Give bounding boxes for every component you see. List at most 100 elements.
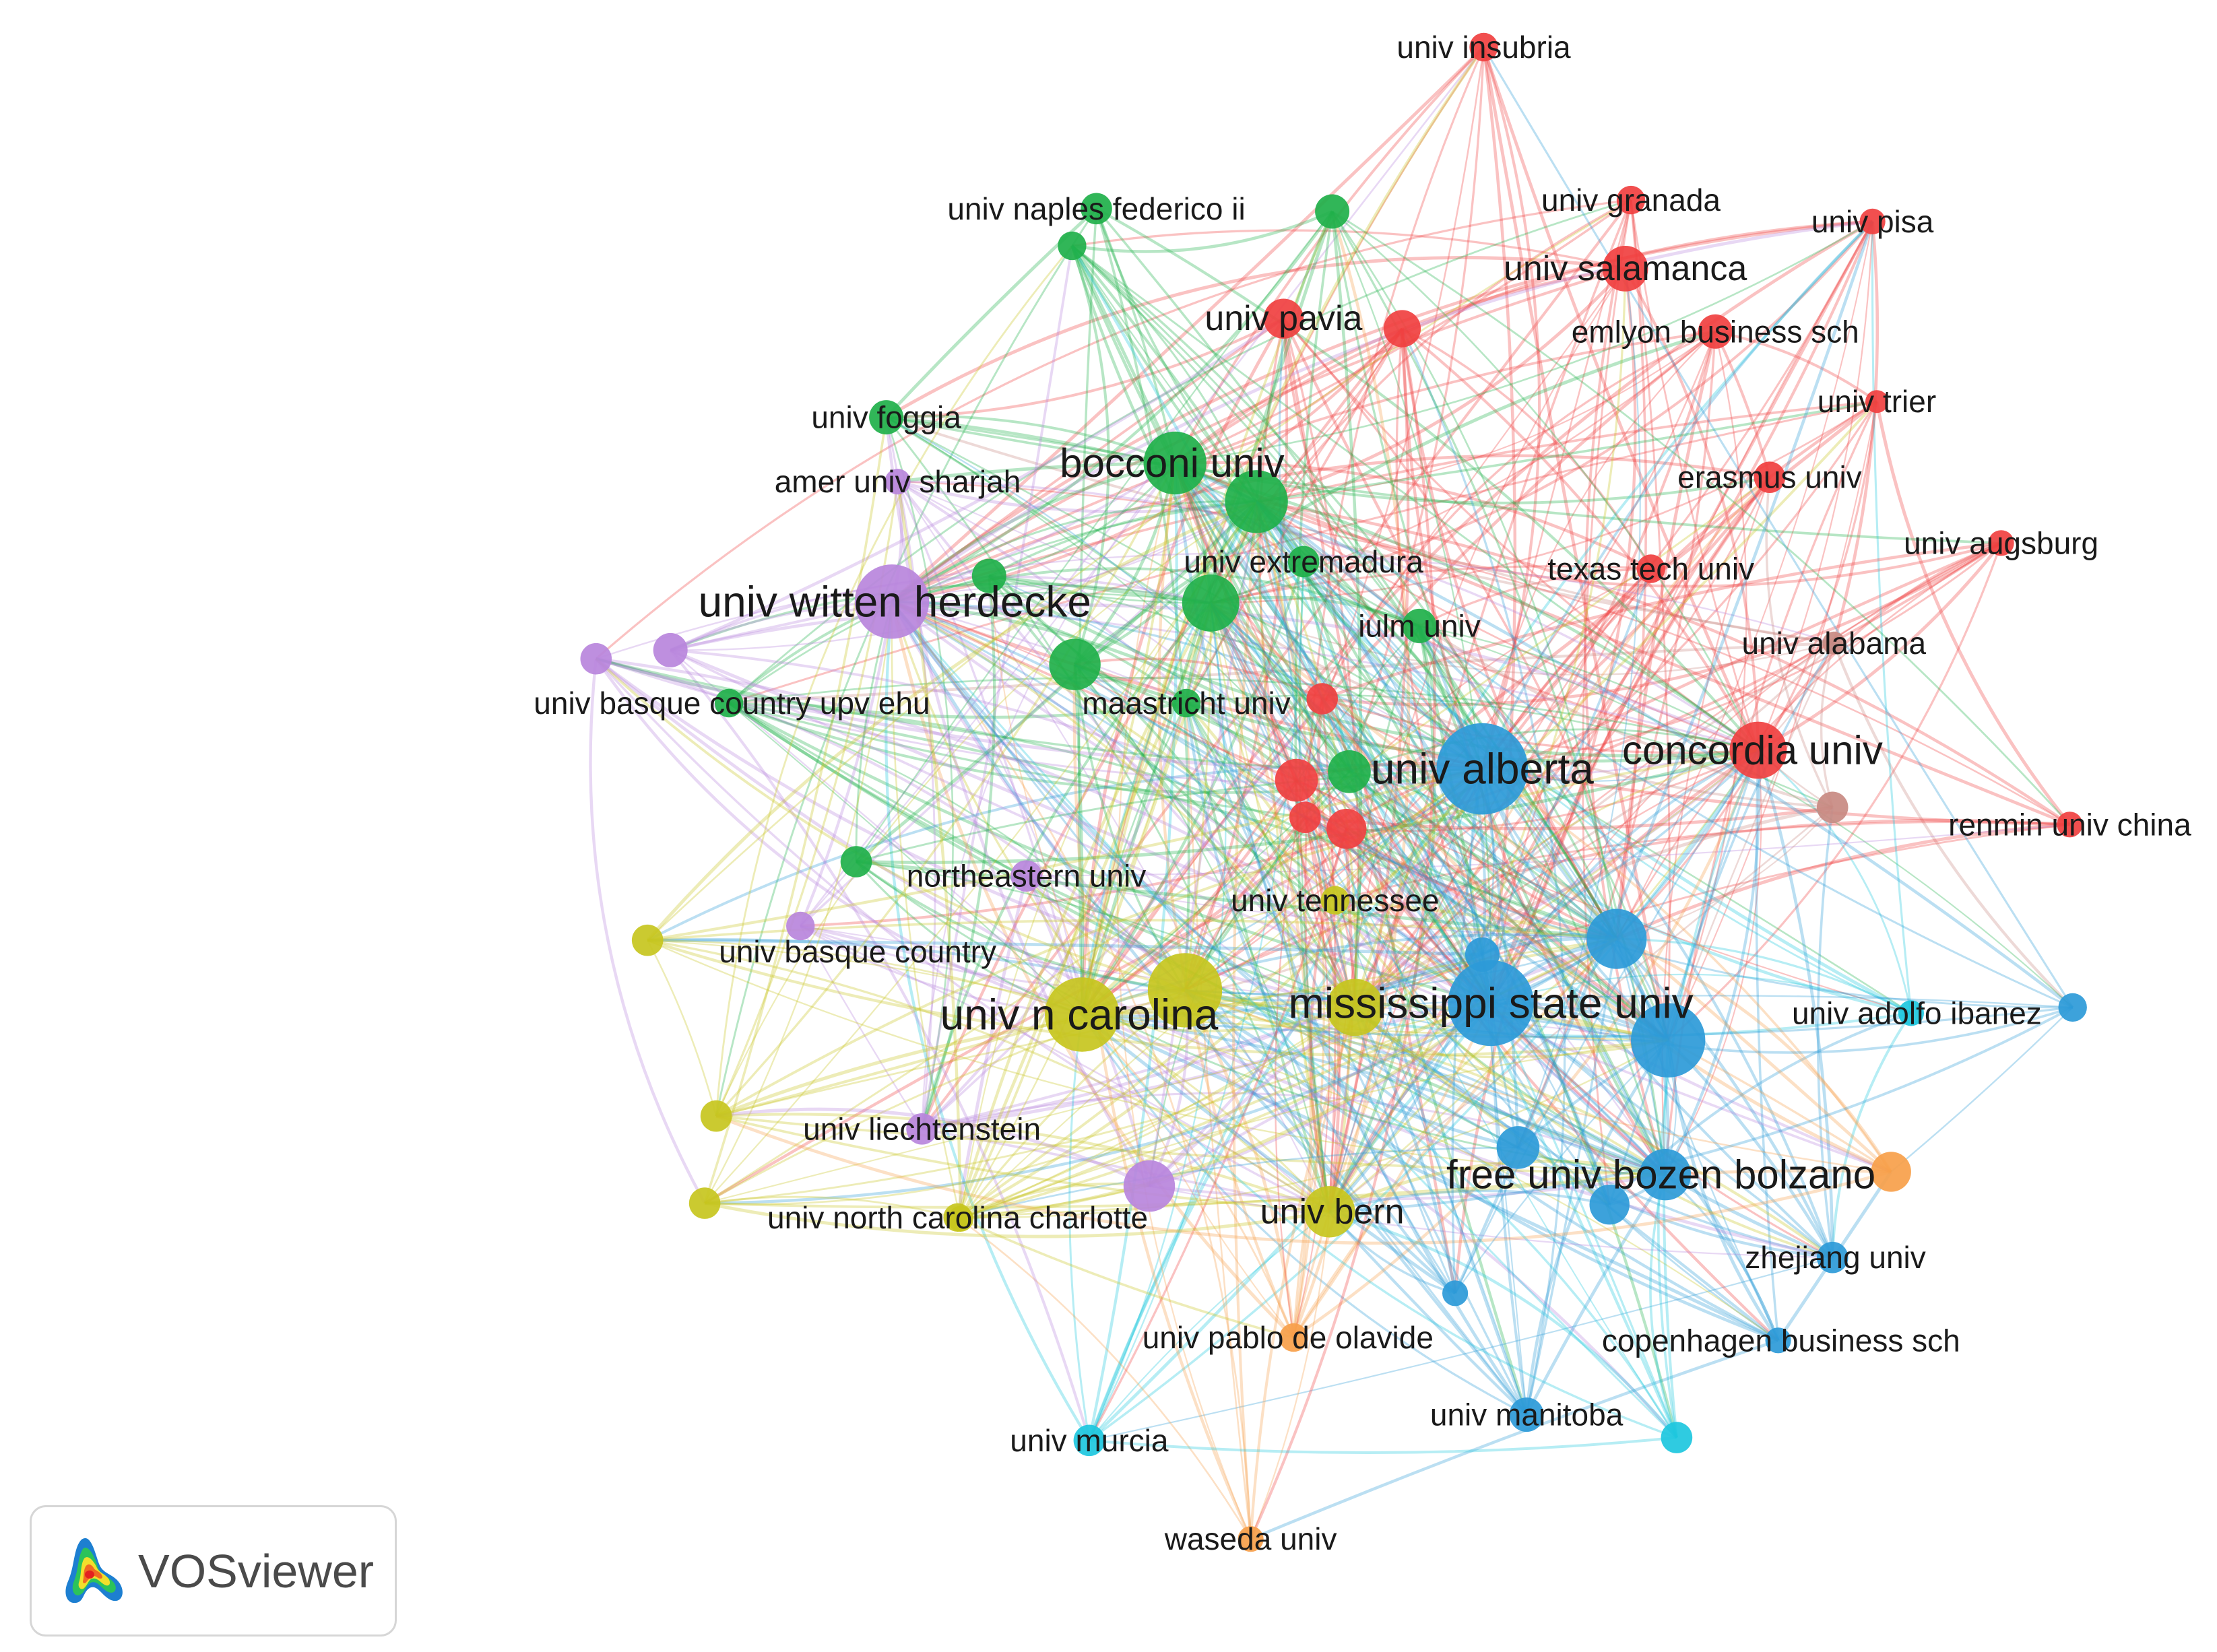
network-node[interactable] bbox=[1383, 310, 1421, 348]
network-edge bbox=[1489, 1003, 1529, 1415]
network-edge bbox=[1073, 663, 1357, 1009]
network-node[interactable] bbox=[1275, 758, 1318, 802]
node-amer-univ-sharjah[interactable] bbox=[885, 469, 911, 495]
node-univ-alberta[interactable] bbox=[1436, 723, 1529, 815]
network-edge bbox=[1089, 1436, 1677, 1454]
network-node[interactable] bbox=[700, 1100, 732, 1132]
network-edge bbox=[891, 601, 1617, 940]
node-univ-bern[interactable] bbox=[1304, 1186, 1355, 1238]
node-univ-basque-country[interactable] bbox=[786, 911, 815, 941]
network-edge bbox=[886, 415, 1258, 503]
network-node[interactable] bbox=[1225, 470, 1288, 533]
node-univ-salamanca[interactable] bbox=[1602, 246, 1648, 292]
node-univ-tennessee[interactable] bbox=[1320, 886, 1350, 915]
node-texas-tech-univ[interactable] bbox=[1636, 554, 1665, 583]
network-edge bbox=[647, 199, 1632, 941]
network-node[interactable] bbox=[1465, 937, 1500, 972]
node-univ-basque-country-upv-ehu[interactable] bbox=[714, 688, 744, 718]
label-univ-pisa: univ pisa bbox=[1811, 204, 1934, 239]
node-univ-insubria[interactable] bbox=[1469, 32, 1498, 62]
network-edge bbox=[1070, 245, 1351, 773]
network-node[interactable] bbox=[580, 642, 612, 675]
node-univ-naples-federico-ii[interactable] bbox=[1081, 193, 1112, 225]
network-edge bbox=[1331, 211, 1760, 751]
network-node[interactable] bbox=[1586, 908, 1647, 969]
network-node[interactable] bbox=[1147, 953, 1223, 1028]
node-univ-pisa[interactable] bbox=[1859, 208, 1886, 234]
network-node[interactable] bbox=[1328, 750, 1371, 793]
node-univ-foggia[interactable] bbox=[869, 400, 904, 435]
network-edge bbox=[1255, 501, 1337, 900]
network-edge bbox=[960, 1039, 1669, 1220]
node-univ-manitoba[interactable] bbox=[1509, 1397, 1544, 1432]
network-node[interactable] bbox=[1306, 683, 1338, 715]
node-free-univ-bozen-bolzano[interactable] bbox=[1639, 1149, 1692, 1201]
network-node[interactable] bbox=[1058, 231, 1087, 261]
node-univ-murcia[interactable] bbox=[1073, 1424, 1105, 1457]
network-node[interactable] bbox=[1871, 1152, 1911, 1192]
network-node[interactable] bbox=[1816, 791, 1849, 824]
network-node[interactable] bbox=[653, 632, 688, 667]
network-node[interactable] bbox=[1315, 194, 1350, 229]
node-univ-adolfo-ibanez[interactable] bbox=[1898, 1000, 1924, 1026]
network-edge bbox=[704, 541, 2002, 1205]
node-emlyon-business-sch[interactable] bbox=[1698, 314, 1733, 349]
node-univ-alabama[interactable] bbox=[1822, 631, 1846, 655]
network-node[interactable] bbox=[1182, 574, 1240, 632]
node-univ-augsburg[interactable] bbox=[1988, 530, 2014, 556]
network-edge bbox=[1657, 750, 1760, 1438]
node-univ-n-carolina[interactable] bbox=[1045, 977, 1120, 1052]
node-bocconi-univ[interactable] bbox=[1143, 431, 1207, 495]
network-node[interactable] bbox=[1661, 1422, 1693, 1453]
node-maastricht-univ[interactable] bbox=[1171, 688, 1201, 718]
network-edge bbox=[1174, 327, 1403, 465]
network-edge bbox=[1320, 698, 1892, 1174]
node-copenhagen-business-sch[interactable] bbox=[1765, 1327, 1791, 1354]
network-node[interactable] bbox=[1326, 979, 1384, 1036]
network-edge bbox=[1210, 602, 1611, 1205]
network-edge bbox=[1209, 601, 1912, 1015]
label-mississippi-state-univ: mississippi state univ bbox=[1289, 979, 1694, 1028]
network-edge bbox=[988, 500, 1257, 577]
network-edge bbox=[1401, 327, 1760, 752]
network-node[interactable] bbox=[1289, 801, 1321, 833]
node-iulm-univ[interactable] bbox=[1402, 608, 1437, 643]
network-edge bbox=[1890, 1007, 2074, 1172]
network-node[interactable] bbox=[1589, 1185, 1630, 1225]
network-edge bbox=[1250, 1339, 1779, 1541]
network-node[interactable] bbox=[947, 1205, 973, 1232]
network-node[interactable] bbox=[631, 924, 664, 956]
label-univ-granada: univ granada bbox=[1541, 183, 1721, 218]
node-zhejiang-univ[interactable] bbox=[1816, 1241, 1849, 1274]
network-edge bbox=[728, 702, 1186, 991]
network-node[interactable] bbox=[1631, 1003, 1706, 1078]
node-erasmus-univ[interactable] bbox=[1754, 461, 1786, 493]
network-node[interactable] bbox=[2058, 993, 2087, 1022]
network-edge bbox=[1282, 318, 1618, 940]
network-node[interactable] bbox=[1049, 638, 1101, 690]
node-northeastern-univ[interactable] bbox=[1010, 860, 1042, 892]
network-node[interactable] bbox=[688, 1187, 721, 1219]
network-edge bbox=[670, 649, 1330, 1213]
network-node[interactable] bbox=[1442, 1280, 1469, 1307]
network-edge bbox=[1250, 1212, 1330, 1540]
network-node[interactable] bbox=[840, 846, 872, 878]
node-univ-granada[interactable] bbox=[1616, 185, 1646, 215]
node-mississippi-state-univ[interactable] bbox=[1448, 960, 1534, 1047]
network-node[interactable] bbox=[971, 558, 1006, 593]
network-node[interactable] bbox=[1123, 1160, 1176, 1212]
node-univ-liechtenstein[interactable] bbox=[906, 1113, 938, 1145]
node-univ-pavia[interactable] bbox=[1263, 298, 1304, 339]
node-univ-extremadura[interactable] bbox=[1287, 546, 1320, 578]
network-node[interactable] bbox=[1496, 1126, 1540, 1169]
node-univ-trier[interactable] bbox=[1865, 390, 1888, 414]
node-renmin-univ-china[interactable] bbox=[2057, 812, 2083, 838]
node-univ-pablo-de-olavide[interactable] bbox=[1279, 1323, 1308, 1352]
network-node[interactable] bbox=[1326, 809, 1367, 849]
node-univ-witten-herdecke[interactable] bbox=[854, 564, 930, 639]
network-edge bbox=[1068, 501, 1258, 1441]
node-concordia-univ[interactable] bbox=[1729, 721, 1787, 779]
network-edge bbox=[1117, 463, 1252, 1540]
network-edge bbox=[1331, 211, 1492, 1003]
node-waseda-univ[interactable] bbox=[1238, 1526, 1264, 1552]
